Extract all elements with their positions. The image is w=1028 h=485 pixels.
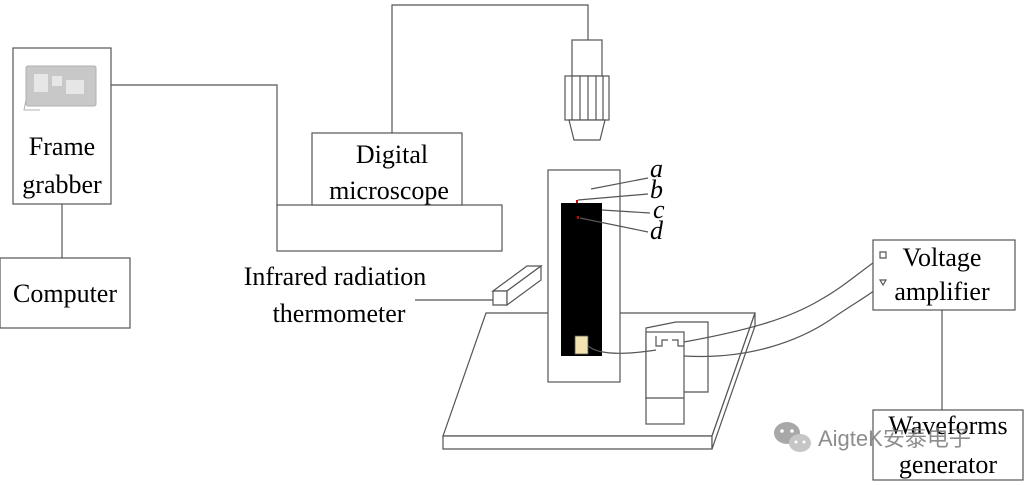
computer-block: Computer [0, 257, 131, 329]
clamp-body [645, 331, 685, 425]
sample-holder [547, 169, 621, 383]
objective-tube [571, 39, 603, 77]
callouts: a b c d [577, 154, 665, 245]
thermometer-side [506, 264, 542, 307]
amplifier-terminal-2 [878, 279, 888, 287]
platform-front [442, 435, 713, 450]
voltage-amplifier-block: Voltage amplifier [872, 239, 1016, 311]
computer-label: Computer [13, 279, 117, 308]
thermometer-label-line1: Infrared radiation [244, 262, 427, 291]
microscope-box [311, 132, 463, 206]
callout-line-c [601, 209, 651, 214]
marker-d [577, 216, 579, 219]
sample-electrode [574, 335, 589, 355]
watermark-text: AigteK安泰电子 [818, 426, 971, 451]
callout-label-b: b [650, 175, 663, 204]
waveforms-generator-box [872, 409, 1024, 481]
waveforms-generator-block: Waveforms generator [872, 409, 1024, 481]
callout-line-a [590, 177, 649, 190]
frame-grabber-label-line2: grabber [22, 170, 102, 199]
callout-label-a: a [650, 154, 663, 183]
wire-electrode-clamp [587, 345, 657, 354]
callout-line-d [579, 217, 649, 233]
microscope-label-line2: microscope [329, 176, 449, 205]
wire-clamp-amplifier-1 [683, 257, 881, 343]
microscope-base [276, 204, 503, 252]
thermometer-front [492, 290, 508, 306]
waveforms-generator-label-line1: Waveforms [888, 411, 1007, 440]
connector-grabber-microscope [111, 84, 278, 206]
frame-grabber-block: Frame grabber [12, 47, 112, 205]
wechat-icon [774, 422, 811, 452]
waveforms-generator-label-line2: generator [899, 450, 998, 479]
marker-b [576, 200, 578, 203]
clamp-contact-left [655, 336, 668, 347]
connector-microscope-camera [391, 4, 589, 133]
thermometer-label-line2: thermometer [273, 299, 406, 328]
clamp-contact-right [672, 339, 684, 347]
callout-line-b [577, 193, 649, 201]
amplifier-terminal-1 [879, 251, 887, 259]
voltage-amplifier-label-line1: Voltage [903, 243, 982, 272]
computer-box [0, 257, 131, 329]
microscope-objective-icon [564, 39, 610, 141]
callout-label-d: d [650, 216, 664, 245]
infrared-thermometer-block: Infrared radiation thermometer [244, 262, 543, 328]
pci-card-icon [23, 65, 97, 111]
frame-grabber-label-line1: Frame [29, 132, 95, 161]
objective-lens [568, 119, 606, 141]
voltage-amplifier-box [872, 239, 1016, 311]
sample [561, 203, 602, 356]
microscope-label-line1: Digital [356, 140, 428, 169]
watermark: AigteK安泰电子 [774, 422, 971, 452]
callout-label-c: c [653, 195, 665, 224]
digital-microscope-block: Digital microscope [276, 132, 503, 252]
wire-clamp-amplifier-2 [683, 284, 883, 358]
voltage-amplifier-label-line2: amplifier [894, 277, 990, 306]
